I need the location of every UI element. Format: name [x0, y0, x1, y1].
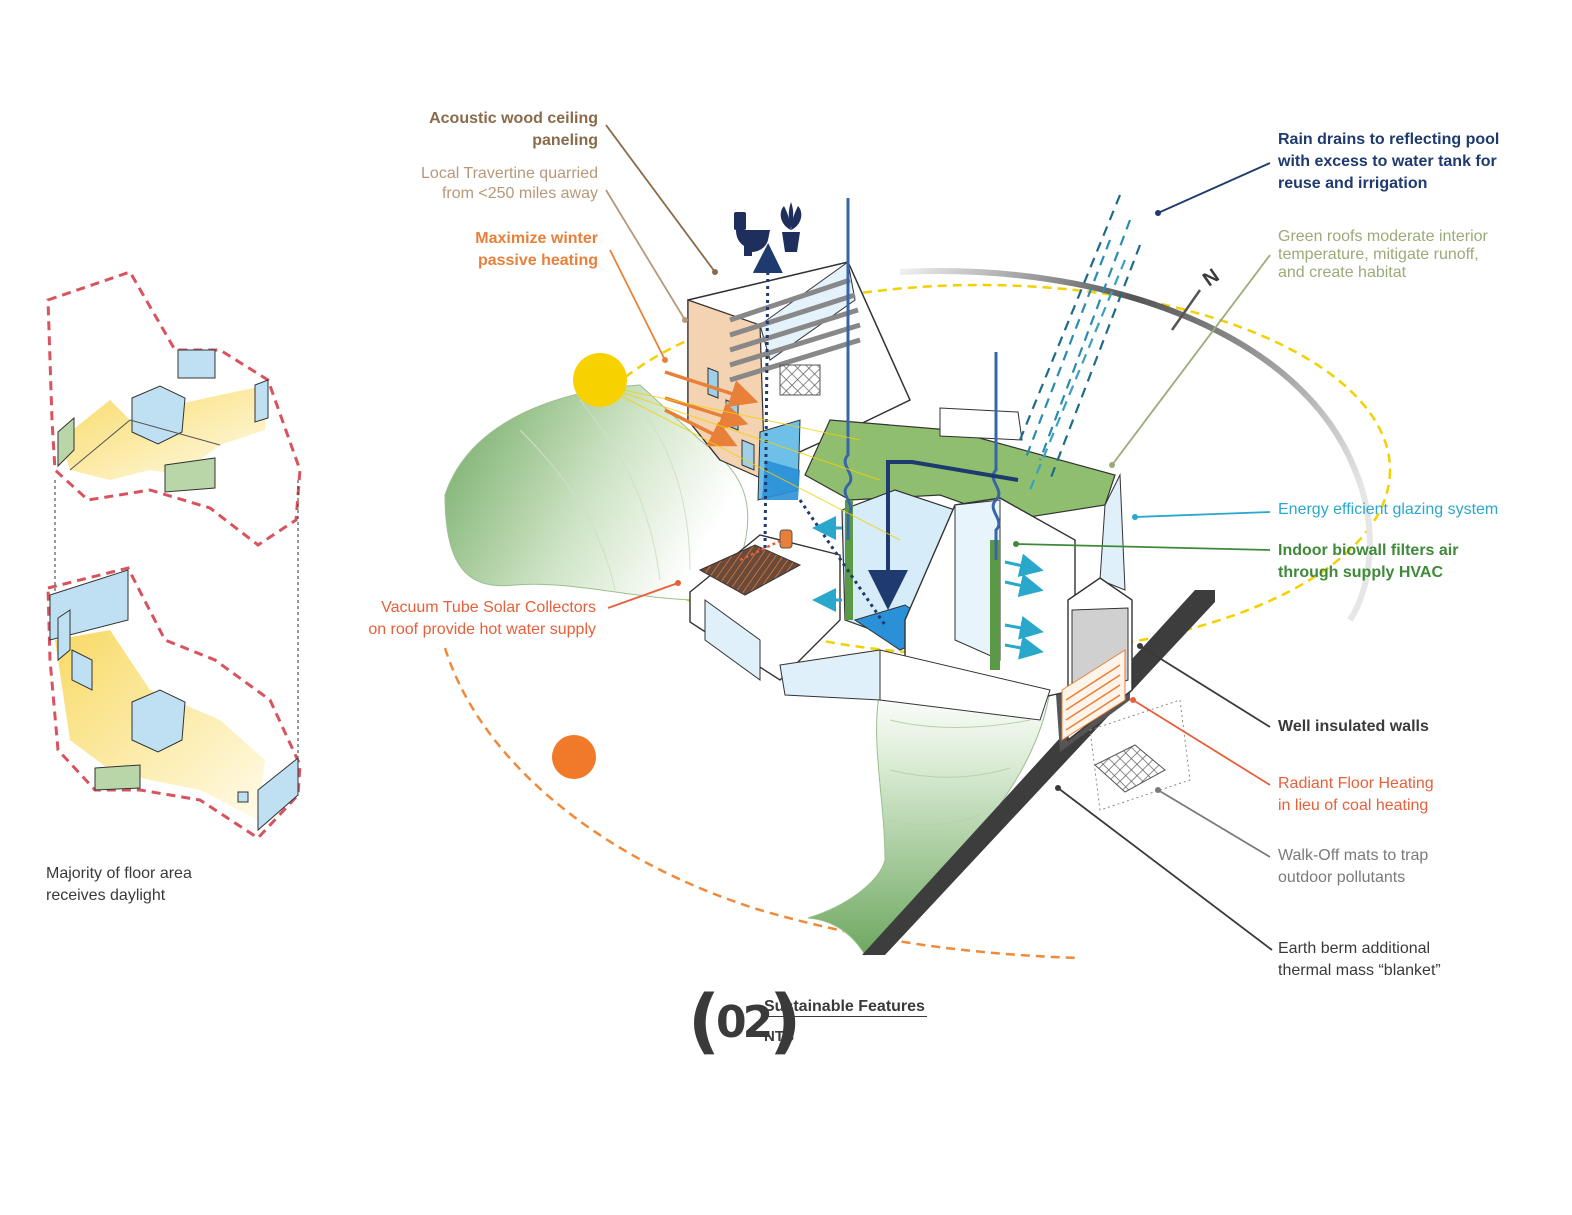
label-solar-collectors: Vacuum Tube Solar Collectors on roof pro…: [368, 599, 596, 638]
leader-lines: [605, 124, 1273, 951]
label-green-roofs: Green roofs moderate interior temperatur…: [1278, 228, 1488, 281]
airflow-arrows: [812, 516, 1044, 660]
label-radiant-floor: Radiant Floor Heating in lieu of coal he…: [1278, 775, 1434, 814]
drawing-title: Sustainable Features: [764, 998, 927, 1017]
label-glazing: Energy efficient glazing system: [1278, 501, 1499, 518]
north-arc: [899, 268, 1373, 622]
label-earth-berm: Earth berm additional thermal mass “blan…: [1278, 940, 1441, 979]
label-daylight: Majority of floor area receives daylight: [46, 865, 192, 904]
sun-winter-icon: [552, 735, 596, 779]
daylight-plans: [46, 270, 302, 840]
north-label: N: [1199, 265, 1223, 291]
label-biowall: Indoor biowall filters air through suppl…: [1278, 542, 1459, 581]
drawing-number: (02): [688, 980, 801, 1062]
label-rain-drains: Rain drains to reflecting pool with exce…: [1278, 131, 1500, 192]
label-travertine: Local Travertine quarried from <250 mile…: [421, 165, 598, 202]
label-walkoff-mats: Walk-Off mats to trap outdoor pollutants: [1278, 847, 1429, 886]
label-insulated-walls: Well insulated walls: [1278, 718, 1429, 735]
title-block: (02) Sustainable Features NTS: [688, 980, 958, 1062]
rain-lines: [1018, 194, 1142, 491]
sun-summer-icon: [573, 353, 627, 407]
label-acoustic-ceiling: Acoustic wood ceiling paneling: [429, 110, 598, 149]
drawing-scale: NTS: [764, 1028, 794, 1045]
toilet-icon: [734, 212, 770, 256]
water-heater-icon: [779, 529, 793, 549]
earth-berm-bottom: [807, 689, 1051, 956]
upper-floor-plan: [46, 270, 302, 547]
water-lines: [752, 198, 1019, 626]
winter-sun-path: [443, 647, 1079, 960]
plant-icon: [780, 202, 802, 252]
label-winter-heating: Maximize winter passive heating: [475, 230, 598, 269]
lower-floor-plan: [46, 566, 302, 840]
